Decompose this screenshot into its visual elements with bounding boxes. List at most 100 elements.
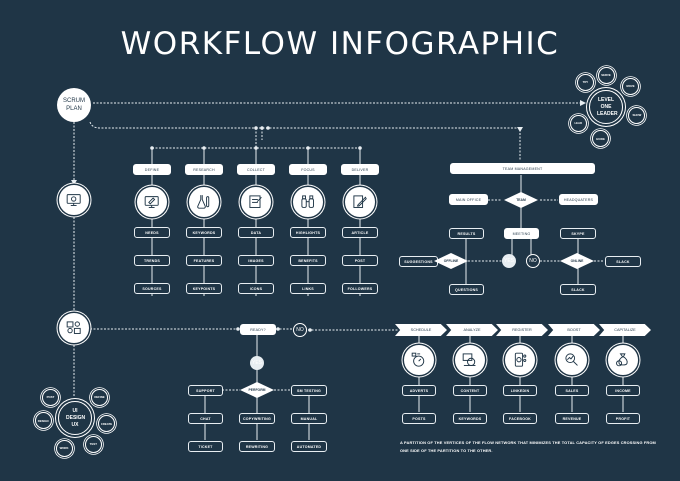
ready-right-item[interactable]: AUTOMATED <box>291 441 327 452</box>
column-item[interactable]: SOURCES <box>134 283 170 294</box>
perform-decision[interactable]: PERFORM <box>240 382 274 398</box>
stage-chevron[interactable]: REGISTER <box>496 324 548 336</box>
binoculars-circle <box>293 187 323 217</box>
flask-icon <box>197 195 210 209</box>
leader-hub: LEVEL ONE LEADER <box>589 90 623 124</box>
column-item[interactable]: ICONS <box>238 283 274 294</box>
leader-hub-satellite: GUIDE <box>591 130 609 147</box>
column-item[interactable]: KEYPOINTS <box>186 283 222 294</box>
stage-item[interactable]: SALES <box>555 385 589 396</box>
column-item[interactable]: FOLLOWERS <box>342 283 378 294</box>
document-collect-icon <box>249 195 263 209</box>
results-box[interactable]: RESULTS <box>449 228 484 239</box>
main-office-box[interactable]: MAIN OFFICE <box>449 194 488 205</box>
analytics-icon <box>463 353 476 367</box>
column-item[interactable]: IMAGES <box>238 255 274 266</box>
ready-no-circle[interactable]: NO <box>293 323 307 337</box>
column-header[interactable]: FOCUS <box>289 164 327 175</box>
ready-left-item[interactable]: CHAT <box>188 413 223 424</box>
mobile-register-icon <box>515 353 527 367</box>
ready-center-item[interactable]: REWRITING <box>239 441 275 452</box>
team-decision[interactable]: TEAM <box>504 192 538 208</box>
column-item[interactable]: ARTICLE <box>342 227 378 238</box>
ui-design-hub-satellite: WORK <box>55 439 73 457</box>
column-item[interactable]: KEYWORDS <box>186 227 222 238</box>
skype-box[interactable]: SKYPE <box>560 228 596 239</box>
stopwatch-circle <box>404 345 434 375</box>
column-item[interactable]: LINKS <box>290 283 326 294</box>
ready-left-item[interactable]: SUPPORT <box>188 385 223 396</box>
column-item[interactable]: POST <box>342 255 378 266</box>
magnifier-chart-icon <box>565 353 579 367</box>
stage-chevron[interactable]: ANALYZE <box>446 324 498 336</box>
offline-decision[interactable]: OFFLINE <box>434 253 468 269</box>
slack-box-bottom[interactable]: SLACK <box>560 284 596 295</box>
stage-chevron[interactable]: CAPITALIZE <box>599 324 651 336</box>
money-bag-icon <box>616 353 628 367</box>
stage-item[interactable]: INCOME <box>606 385 640 396</box>
stage-item[interactable]: ADVERTS <box>402 385 436 396</box>
ready-right-item[interactable]: SM TESTING <box>291 385 327 396</box>
scrum-plan-label: SCRUM PLAN <box>63 98 85 112</box>
pen-paper-icon <box>353 195 368 209</box>
questions-box[interactable]: QUESTIONS <box>449 284 484 295</box>
headquarters-box[interactable]: HEADQUATERS <box>559 194 598 205</box>
column-item[interactable]: HIGHLIGHTS <box>290 227 326 238</box>
column-item[interactable]: DATA <box>238 227 274 238</box>
ready-right-item[interactable]: MANUAL <box>291 413 327 424</box>
column-header[interactable]: COLLECT <box>237 164 275 175</box>
ui-design-hub-satellite: DEFINE <box>91 388 108 406</box>
footer-note: A PARTITION OF THE VERTICES OF THE FLOW … <box>400 440 656 453</box>
ready-center-item[interactable]: COPYWRITING <box>239 413 275 424</box>
stage-item[interactable]: LINKEDIN <box>503 385 537 396</box>
computer-design-circle <box>137 187 167 217</box>
ready-left-item[interactable]: TICKET <box>188 441 223 452</box>
analytics-circle <box>455 345 485 375</box>
column-item[interactable]: FEATURES <box>186 255 222 266</box>
document-collect-circle <box>241 187 271 217</box>
column-header[interactable]: DEFINE <box>133 164 171 175</box>
workflow-circle <box>59 313 89 343</box>
money-bag-circle <box>608 345 638 375</box>
column-header[interactable]: DELIVER <box>341 164 379 175</box>
team-management-box: TEAM MANAGEMENT <box>450 163 595 174</box>
meeting-box[interactable]: MEETING <box>504 228 539 239</box>
gear-circle <box>59 185 89 215</box>
ui-design-hub-satellite: CREATE <box>98 415 115 433</box>
leader-hub-satellite: SERVE <box>597 66 615 84</box>
stopwatch-icon <box>412 353 425 367</box>
ready-box[interactable]: READY? <box>240 324 276 335</box>
stage-item[interactable]: PROFIT <box>606 413 640 424</box>
stage-item[interactable]: FACEBOOK <box>503 413 537 424</box>
yes-circle[interactable]: YES <box>502 254 516 268</box>
column-item[interactable]: BENEFITS <box>290 255 326 266</box>
stage-item[interactable]: POSTS <box>402 413 436 424</box>
column-header[interactable]: RESEARCH <box>185 164 223 175</box>
no-circle[interactable]: NO <box>526 254 540 268</box>
stage-item[interactable]: KEYWORDS <box>453 413 487 424</box>
computer-design-icon <box>145 196 159 209</box>
magnifier-chart-circle <box>557 345 587 375</box>
ui-design-hub-satellite: POST <box>41 388 59 406</box>
flask-circle <box>189 187 219 217</box>
ui-design-hub: UI DESIGN UX <box>58 401 92 435</box>
leader-hub-satellite: MOVE <box>622 77 639 95</box>
leader-hub-satellite: SHOW <box>628 106 646 124</box>
column-item[interactable]: TRENDS <box>134 255 170 266</box>
suggestions-box[interactable]: SUGGESTIONS <box>399 256 438 267</box>
stage-item[interactable]: CONTENT <box>453 385 487 396</box>
page-title: WORKFLOW INFOGRAPHIC <box>120 26 560 62</box>
ui-design-hub-label: UI DESIGN UX <box>66 407 86 428</box>
stage-chevron[interactable]: SCHEDULE <box>395 324 447 336</box>
ready-yes-circle[interactable]: YES <box>250 356 264 370</box>
leader-hub-satellite: TRY <box>576 73 594 91</box>
stage-chevron[interactable]: BOOST <box>548 324 600 336</box>
ui-design-hub-satellite: TEST <box>84 435 102 453</box>
online-decision[interactable]: ONLINE <box>560 253 594 269</box>
stage-item[interactable]: REVENUE <box>555 413 589 424</box>
workflow-icon <box>67 321 81 335</box>
column-item[interactable]: NEEDS <box>134 227 170 238</box>
slack-box[interactable]: SLACK <box>605 256 641 267</box>
leader-hub-label: LEVEL ONE LEADER <box>597 96 618 117</box>
